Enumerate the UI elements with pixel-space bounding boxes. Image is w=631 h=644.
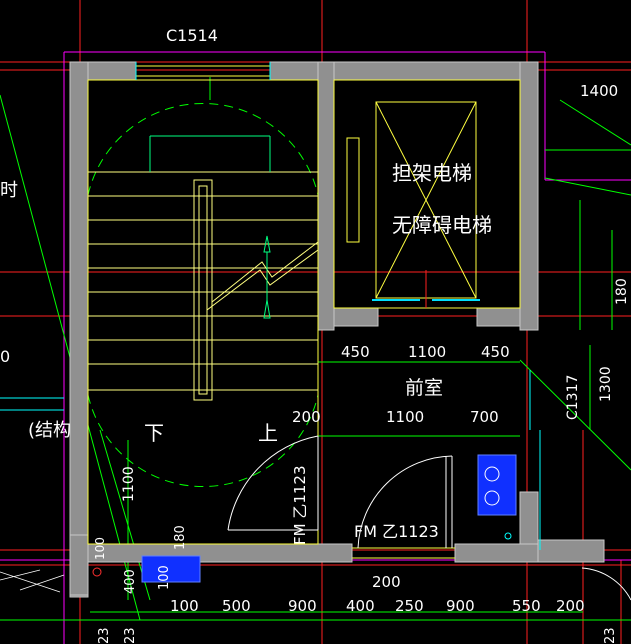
dim-b-550: 550: [512, 597, 541, 615]
dim-row-1100b: 1100: [386, 408, 424, 426]
stair-direction-arrows: [149, 135, 271, 319]
stair-up-label: 上: [258, 421, 278, 445]
drain-mark: [92, 567, 102, 577]
dim-right-v-1: 180: [614, 278, 630, 305]
inner-outlines: [87, 65, 521, 559]
dim-b-200: 200: [556, 597, 585, 615]
dim-left-400: 400: [123, 569, 138, 594]
walls: [69, 61, 605, 598]
dim-left-100a: 100: [93, 537, 107, 560]
dim-corner-23b: 23: [123, 627, 138, 644]
dim-corner-23a: 23: [97, 627, 112, 644]
doors: [227, 435, 631, 601]
dim-b-900a: 900: [288, 597, 317, 615]
lift-car: [346, 101, 477, 299]
lift-label-stretcher: 担架电梯: [392, 161, 472, 185]
dim-right-v-2: 1300: [598, 366, 614, 402]
dim-row-700: 700: [470, 408, 499, 426]
dim-left-1100: 1100: [121, 466, 137, 502]
stair-down-label: 下: [144, 421, 164, 445]
dim-top-right: 1400: [580, 82, 618, 100]
dim-b-400: 400: [346, 597, 375, 615]
hatch: [0, 569, 65, 593]
fire-equipment-symbols: [141, 454, 517, 583]
dim-left-180: 180: [173, 525, 188, 550]
stair-treads: [88, 171, 319, 401]
door-label-right: FM 乙1123: [354, 522, 439, 541]
structure-note: (结构: [28, 420, 71, 441]
dim-bottom-200: 200: [372, 573, 401, 591]
dim-b-900b: 900: [446, 597, 475, 615]
dim-row-450b: 450: [481, 343, 510, 361]
cyan-lines: [0, 62, 541, 550]
door-label-left: FM 乙1123: [291, 465, 309, 545]
anteroom-label: 前室: [405, 377, 443, 399]
drain-mark-2: [504, 532, 512, 540]
dim-b-500: 500: [222, 597, 251, 615]
left-partial-number: 0: [0, 347, 10, 366]
dim-row-200: 200: [292, 408, 321, 426]
dim-left-100b: 100: [157, 565, 172, 590]
dim-row-450a: 450: [341, 343, 370, 361]
dim-b-100: 100: [170, 597, 199, 615]
left-partial-text: 时: [0, 180, 18, 201]
dim-b-250: 250: [395, 597, 424, 615]
dim-row-1100a: 1100: [408, 343, 446, 361]
dim-corner-23c: 23: [603, 627, 618, 644]
lift-label-accessible: 无障碍电梯: [392, 213, 492, 237]
window-label: C1514: [166, 26, 218, 45]
window-right-label: C1317: [565, 375, 581, 420]
stair-turning-circle: [87, 102, 319, 488]
